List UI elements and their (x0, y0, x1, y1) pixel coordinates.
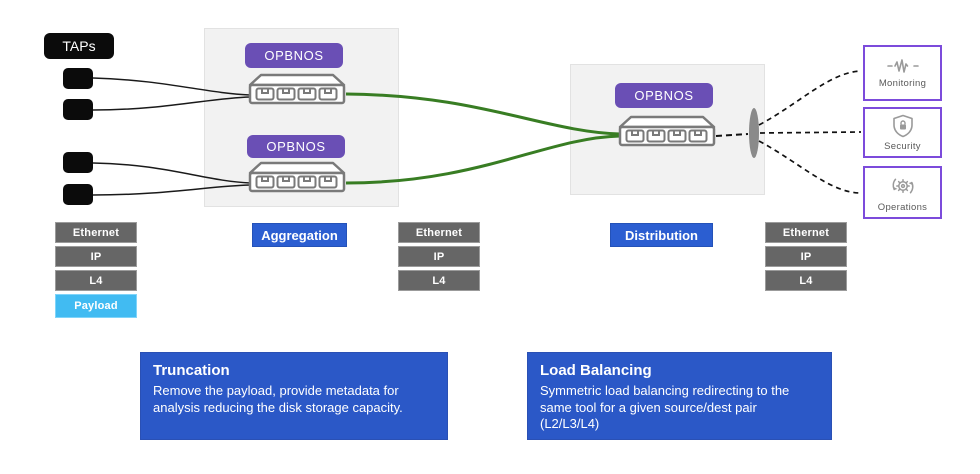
tap-box-3 (63, 152, 93, 173)
protocol-stack-left: Ethernet IP L4 Payload (55, 222, 137, 318)
tap-box-4 (63, 184, 93, 205)
stack-row-ethernet: Ethernet (765, 222, 847, 243)
stack-row-l4: L4 (398, 270, 480, 291)
truncation-body: Remove the payload, provide metadata for… (153, 383, 403, 415)
stack-row-l4: L4 (765, 270, 847, 291)
stack-row-ip: IP (55, 246, 137, 267)
tool-label: Security (884, 140, 921, 152)
load-balancing-body: Symmetric load balancing redirecting to … (540, 383, 790, 432)
stack-row-payload: Payload (55, 294, 137, 318)
tap-box-2 (63, 99, 93, 120)
tool-label: Monitoring (878, 78, 927, 89)
switch-aggregation-2 (248, 161, 346, 193)
aggregation-label: Aggregation (252, 223, 347, 247)
truncation-title: Truncation (153, 362, 230, 379)
switch-distribution (618, 115, 716, 147)
taps-label: TAPs (44, 33, 114, 59)
stack-row-ip: IP (398, 246, 480, 267)
stack-row-ethernet: Ethernet (55, 222, 137, 243)
opbnos-badge-distribution: OPBNOS (615, 83, 713, 108)
stack-row-l4: L4 (55, 270, 137, 291)
protocol-stack-middle: Ethernet IP L4 (398, 222, 480, 291)
protocol-stack-right: Ethernet IP L4 (765, 222, 847, 291)
pulse-waveform-icon (886, 59, 919, 73)
tool-label: Operations (877, 201, 928, 213)
balancer-to-tool-links (758, 70, 862, 194)
gear-refresh-icon (891, 178, 914, 193)
tap-box-1 (63, 68, 93, 89)
truncation-callout: Truncation Remove the payload, provide m… (140, 352, 448, 440)
distribution-label: Distribution (610, 223, 713, 247)
switch-aggregation-1 (248, 73, 346, 105)
shield-lock-icon (892, 114, 913, 137)
tool-box-operations: Operations (863, 166, 942, 219)
load-balancing-title: Load Balancing (540, 362, 652, 379)
stack-row-ip: IP (765, 246, 847, 267)
opbnos-badge-aggregation-2: OPBNOS (247, 135, 345, 158)
load-balancing-callout: Load Balancing Symmetric load balancing … (527, 352, 832, 440)
stack-row-ethernet: Ethernet (398, 222, 480, 243)
tool-box-security: Security (863, 107, 942, 158)
tool-box-monitoring: Monitoring (863, 45, 942, 101)
opbnos-badge-aggregation-1: OPBNOS (245, 43, 343, 68)
